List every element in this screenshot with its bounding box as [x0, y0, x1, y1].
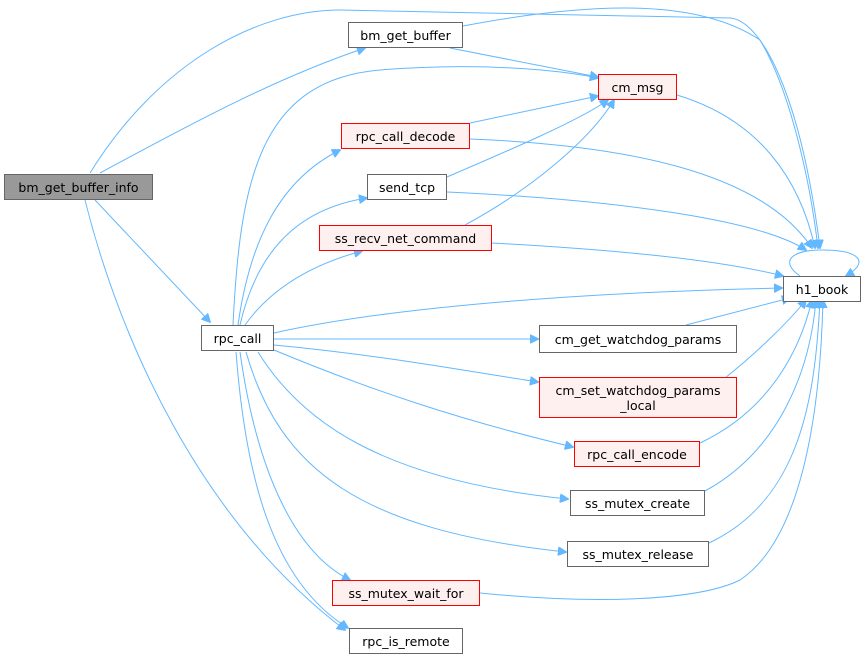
edge-encode-to-h1book — [699, 300, 812, 444]
node-cm-msg[interactable]: cm_msg — [598, 74, 677, 100]
node-label: bm_get_buffer_info — [18, 179, 139, 195]
edge-rpccall-to-encode — [273, 349, 573, 447]
edge-rpccall-to-mutexwait — [239, 351, 350, 580]
node-cm-set-watchdog-params-local[interactable]: cm_set_watchdog_params _local — [539, 377, 737, 418]
edge-recv-to-cmmsg — [464, 100, 614, 226]
edge-rpccall-to-mutexrelease — [245, 351, 566, 552]
edge-rpccall-to-rpcisremote — [235, 351, 348, 628]
edge-setwatchdog-to-h1book — [724, 300, 806, 379]
edge-rpccall-to-cmmsg — [232, 66, 598, 326]
edge-decode-to-h1book — [469, 138, 812, 248]
edge-bmgetbuffer-to-h1book — [462, 7, 818, 248]
node-send-tcp[interactable]: send_tcp — [367, 174, 447, 200]
edge-rpccall-to-sendtcp — [239, 198, 367, 326]
node-label: rpc_call_decode — [355, 128, 456, 144]
node-cm-get-watchdog-params[interactable]: cm_get_watchdog_params — [539, 325, 737, 353]
edge-sendtcp-to-cmmsg — [446, 100, 608, 178]
edge-info-to-rpccall — [94, 199, 210, 322]
node-label: ss_mutex_wait_for — [348, 585, 464, 601]
edge-mutexrelease-to-h1book — [708, 300, 820, 544]
node-label: send_tcp — [378, 179, 436, 195]
edge-sendtcp-to-h1book — [446, 191, 806, 250]
node-rpc-is-remote[interactable]: rpc_is_remote — [349, 628, 463, 654]
edge-rpccall-to-mutexcreate — [257, 351, 568, 499]
node-label: rpc_is_remote — [362, 633, 450, 649]
node-ss-mutex-wait-for[interactable]: ss_mutex_wait_for — [332, 580, 480, 606]
node-rpc-call[interactable]: rpc_call — [201, 325, 274, 351]
node-label-line2: _local — [620, 397, 656, 413]
edge-info-to-h1book — [89, 9, 820, 248]
node-label: rpc_call_encode — [587, 446, 687, 462]
node-rpc-call-encode[interactable]: rpc_call_encode — [574, 441, 700, 467]
edge-rpccall-to-setwatchdog — [273, 344, 538, 382]
node-label: ss_recv_net_command — [334, 230, 477, 246]
edge-info-to-rpcisremote — [84, 199, 345, 630]
node-rpc-call-decode[interactable]: rpc_call_decode — [341, 123, 470, 149]
edge-recv-to-h1book — [491, 242, 783, 276]
node-bm-get-buffer[interactable]: bm_get_buffer — [348, 22, 463, 48]
node-label: cm_msg — [611, 79, 664, 95]
edge-mutexwait-to-h1book — [479, 300, 823, 600]
node-label-line1: cm_set_watchdog_params — [555, 382, 721, 398]
edge-info-to-bmgetbuffer — [99, 48, 365, 174]
node-ss-mutex-create[interactable]: ss_mutex_create — [570, 490, 705, 516]
node-label: ss_mutex_create — [584, 495, 691, 511]
node-label: bm_get_buffer — [360, 27, 451, 43]
node-label: rpc_call — [213, 330, 262, 346]
node-ss-mutex-release[interactable]: ss_mutex_release — [567, 541, 709, 567]
node-label: ss_mutex_release — [582, 546, 694, 562]
edge-rpccall-to-recv — [244, 251, 362, 326]
node-label: cm_get_watchdog_params — [554, 331, 722, 347]
edge-mutexcreate-to-h1book — [704, 300, 816, 492]
node-ss-recv-net-command[interactable]: ss_recv_net_command — [319, 225, 492, 251]
node-label: h1_book — [795, 281, 849, 297]
edge-getwatchdog-to-h1book — [685, 298, 790, 326]
edge-h1book-self — [789, 249, 860, 276]
edge-decode-to-cmmsg — [469, 96, 598, 124]
edge-cmmsg-to-h1book — [676, 94, 815, 248]
edge-rpccall-to-decode — [237, 150, 340, 326]
edge-rpccall-to-h1book — [273, 288, 782, 334]
node-h1-book[interactable]: h1_book — [783, 276, 861, 302]
node-bm-get-buffer-info: bm_get_buffer_info — [4, 174, 153, 200]
edge-bmgetbuffer-to-cmmsg — [449, 47, 598, 77]
